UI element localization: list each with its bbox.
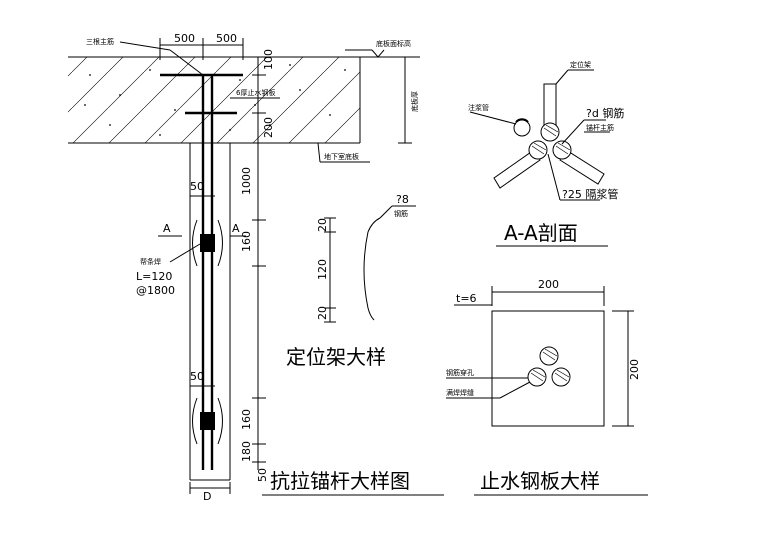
positioning-frame-title: 定位架大样 xyxy=(286,345,386,369)
dim-160-lower: 160 xyxy=(240,409,253,430)
label-triple-rebar: 三根主筋 xyxy=(86,37,114,46)
aa-label-anchor-main: 锚杆主筋 xyxy=(586,123,614,132)
plate-label-weld: 满焊焊缝 xyxy=(446,388,474,397)
positioning-frame: 20 120 20 ?8 钢筋 定位架大样 xyxy=(286,193,416,369)
aa-label-positioning: 定位架 xyxy=(570,60,591,69)
plate-label-rebar-hole: 钢筋穿孔 xyxy=(446,368,474,377)
dim-1000: 1000 xyxy=(240,167,253,195)
label-spacing: @1800 xyxy=(136,284,175,297)
dim-50-bottom: 50 xyxy=(256,468,269,482)
dim-160-upper: 160 xyxy=(240,231,253,252)
plate-thickness: t=6 xyxy=(456,292,477,305)
dim-50-upper: 50 xyxy=(190,180,204,193)
dim-180: 180 xyxy=(240,441,253,462)
label-slab-thickness: 底板厚 xyxy=(410,91,419,112)
frame-dim-bottom: 20 xyxy=(316,306,329,320)
dim-100: 100 xyxy=(262,49,275,70)
section-mark-a-left: A xyxy=(163,222,171,235)
concrete-aggregate xyxy=(84,64,346,136)
frame-dim-top: 20 xyxy=(316,218,329,232)
plate-outline xyxy=(491,310,605,427)
label-waterstop: 6厚止水钢板 xyxy=(236,88,275,97)
aa-label-grouting: ?25 隔浆管 xyxy=(562,187,618,201)
label-length: L=120 xyxy=(136,270,172,283)
aa-label-rebar-d: ?d 钢筋 xyxy=(586,106,624,120)
steel-plate: 200 200 t=6 钢筋穿孔 满焊焊缝 止水钢板大样 xyxy=(446,278,648,496)
section-aa: 注浆管 定位架 ?d 钢筋 锚杆主筋 ?25 隔浆管 A-A剖面 xyxy=(468,60,624,247)
frame-bar xyxy=(363,217,381,321)
lower-spacer xyxy=(200,412,215,430)
section-mark-a-right: A xyxy=(232,222,240,235)
anchor-detail-title: 抗拉锚杆大样图 xyxy=(270,469,410,493)
frame-dim-mid: 120 xyxy=(316,259,329,280)
dim-500-left: 500 xyxy=(174,32,195,45)
frame-bar-label: 钢筋 xyxy=(394,209,408,218)
dim-200-slab: 200 xyxy=(262,117,275,138)
frame-bar-size: ?8 xyxy=(396,193,409,206)
dim-D: D xyxy=(203,490,211,503)
label-floor-top: 底板面标高 xyxy=(376,39,411,48)
label-basement: 地下室底板 xyxy=(324,152,359,161)
plate-dim-width: 200 xyxy=(538,278,559,291)
concrete-slab xyxy=(68,57,360,143)
upper-spacer xyxy=(200,234,215,252)
aa-label-grout-pipe: 注浆管 xyxy=(468,103,489,112)
dim-50-lower: 50 xyxy=(190,370,204,383)
label-welded-bar: 帮条焊 xyxy=(140,257,161,266)
steel-plate-title: 止水钢板大样 xyxy=(480,469,600,493)
section-aa-title: A-A剖面 xyxy=(504,221,578,245)
aa-grout-pipe xyxy=(513,119,531,137)
dim-500-right: 500 xyxy=(216,32,237,45)
plate-dim-height: 200 xyxy=(628,359,641,380)
anchor-detail: 500 500 100 200 底板厚 1000 160 160 180 50 … xyxy=(68,32,444,503)
